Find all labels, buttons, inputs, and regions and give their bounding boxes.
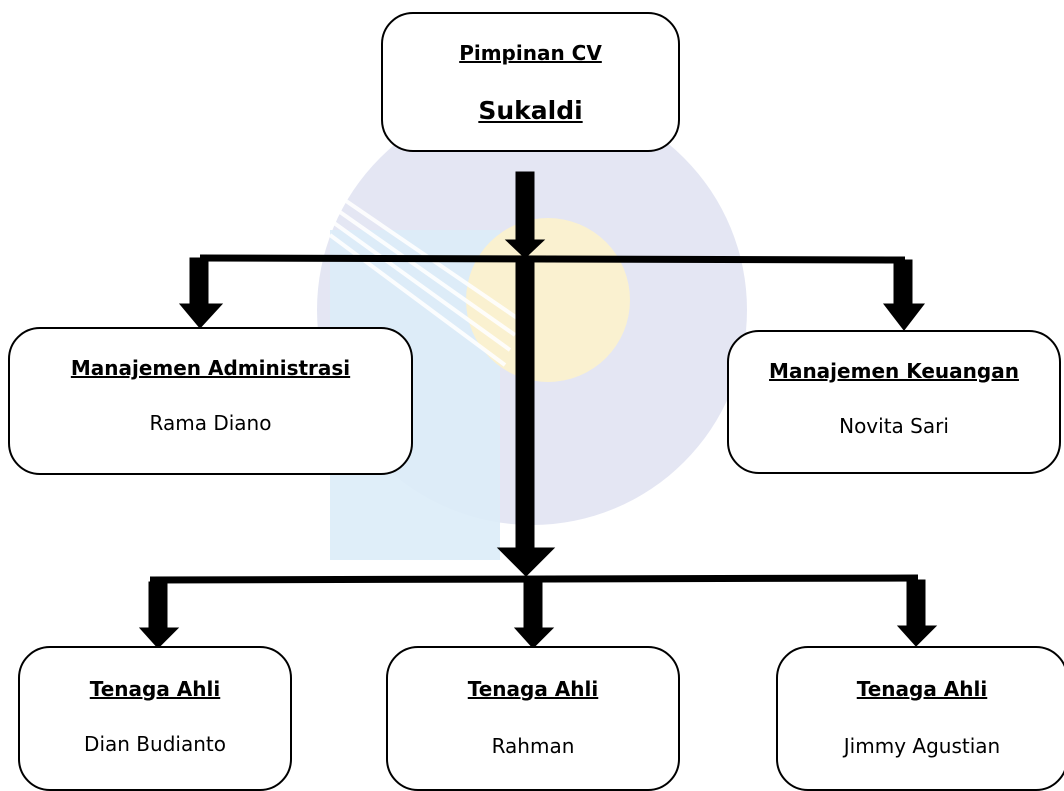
leader-arrowhead bbox=[504, 239, 546, 259]
manager-box-administrasi: Manajemen Administrasi Rama Diano bbox=[8, 327, 413, 475]
main-trunk bbox=[515, 257, 535, 551]
expert-drop-2 bbox=[523, 581, 543, 631]
expert-drop-3 bbox=[906, 579, 926, 629]
leader-trunk bbox=[515, 171, 535, 241]
expert-arrowhead-3 bbox=[896, 625, 938, 647]
expert-box-3: Tenaga Ahli Jimmy Agustian bbox=[776, 646, 1064, 791]
right-manager-drop bbox=[893, 259, 913, 307]
manager-box-keuangan: Manajemen Keuangan Novita Sari bbox=[727, 330, 1061, 474]
expert-name: Dian Budianto bbox=[84, 732, 226, 756]
right-manager-arrowhead bbox=[882, 303, 926, 331]
left-manager-arrowhead bbox=[178, 303, 224, 329]
connectors bbox=[138, 171, 938, 649]
expert-box-2: Tenaga Ahli Rahman bbox=[386, 646, 680, 791]
expert-name: Jimmy Agustian bbox=[843, 734, 1001, 758]
manager-bus-line bbox=[199, 254, 906, 264]
expert-name: Rahman bbox=[491, 734, 575, 758]
manager-title: Manajemen Keuangan bbox=[769, 359, 1019, 383]
manager-name: Novita Sari bbox=[839, 414, 949, 438]
expert-title: Tenaga Ahli bbox=[467, 677, 599, 701]
expert-bus-line bbox=[149, 574, 919, 584]
manager-name: Rama Diano bbox=[149, 411, 272, 435]
expert-title: Tenaga Ahli bbox=[89, 677, 221, 701]
leader-title: Pimpinan CV bbox=[459, 41, 602, 65]
main-trunk-arrowhead bbox=[496, 547, 556, 577]
expert-drop-1 bbox=[148, 581, 168, 631]
leader-box: Pimpinan CV Sukaldi bbox=[381, 12, 680, 152]
left-manager-drop bbox=[189, 257, 209, 307]
expert-box-1: Tenaga Ahli Dian Budianto bbox=[18, 646, 292, 791]
expert-arrowhead-2 bbox=[513, 627, 555, 649]
expert-title: Tenaga Ahli bbox=[856, 677, 988, 701]
expert-arrowhead-1 bbox=[138, 627, 180, 649]
leader-name: Sukaldi bbox=[478, 96, 583, 125]
manager-title: Manajemen Administrasi bbox=[70, 356, 351, 380]
